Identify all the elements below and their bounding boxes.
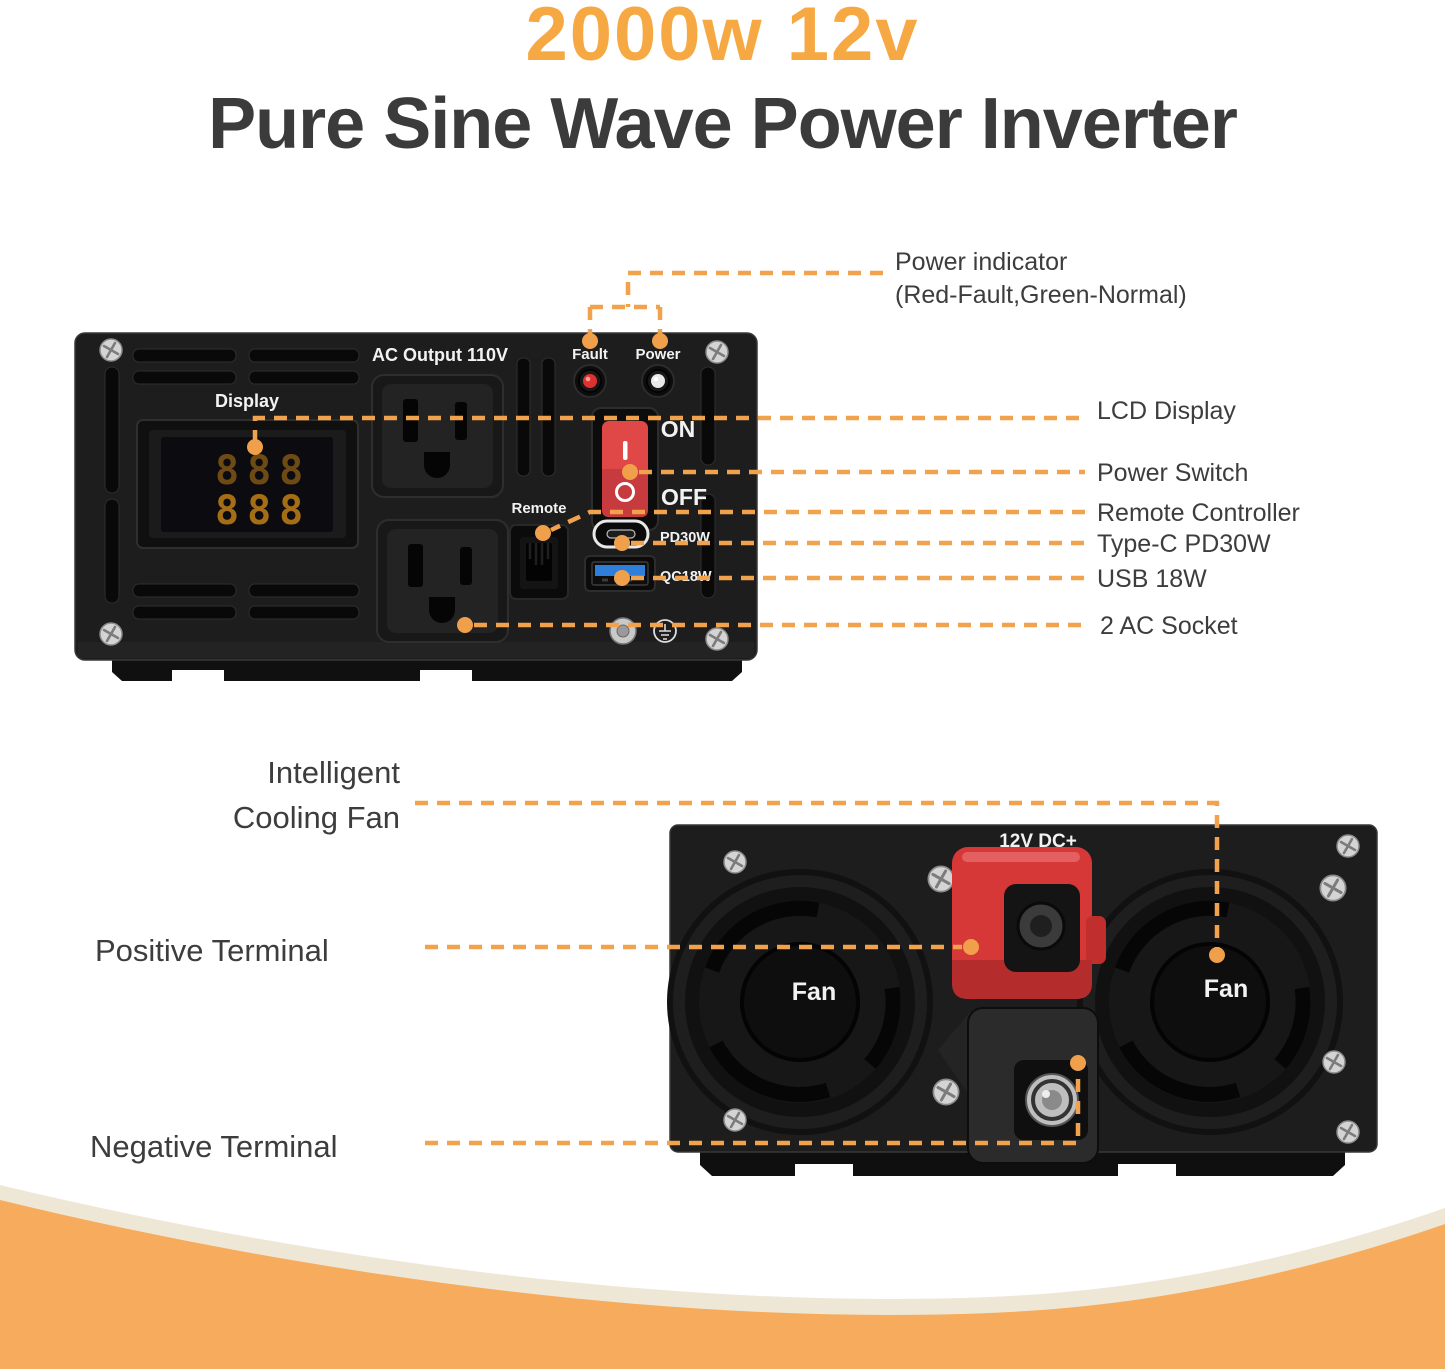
- on-label: ON: [661, 416, 696, 442]
- callout-intelligent-cooling-fan: Intelligent Cooling Fan: [138, 750, 400, 840]
- negative-terminal: [938, 1007, 1099, 1164]
- display-label: Display: [215, 391, 279, 411]
- bottom-wave: [0, 1185, 1445, 1369]
- positive-terminal: [952, 847, 1106, 999]
- fan-right-label: Fan: [1204, 975, 1248, 1003]
- positive-terminal-line: [425, 939, 979, 955]
- power-indicator-line: [582, 270, 883, 349]
- callout-positive-terminal: Positive Terminal: [95, 933, 329, 968]
- remote-label: Remote: [511, 500, 566, 517]
- callout-lcd-display: LCD Display: [1097, 397, 1236, 425]
- cooling-fan-line: [415, 800, 1225, 963]
- callout-power-indicator: Power indicator (Red-Fault,Green-Normal): [895, 246, 1187, 312]
- callout-usb-18w: USB 18W: [1097, 565, 1207, 593]
- callout-remote-controller: Remote Controller: [1097, 499, 1300, 527]
- callout-lines: [247, 270, 1225, 1146]
- power-led: [641, 364, 675, 398]
- typec-line: [614, 535, 1085, 551]
- front-panel-photo: AC Output 110V Display 888 888 F: [74, 332, 758, 682]
- power-label: Power: [635, 346, 680, 363]
- dc-input-label: 12V DC+: [999, 831, 1077, 852]
- fault-led: [573, 364, 607, 398]
- lcd-display-line: [247, 415, 1085, 455]
- ac-socket-lower: [376, 519, 509, 643]
- callout-power-indicator-label: Power indicator: [895, 248, 1068, 276]
- usb-line: [614, 570, 1085, 586]
- front-mounting-flange: [112, 658, 742, 681]
- callout-power-switch: Power Switch: [1097, 459, 1249, 487]
- remote-port[interactable]: [509, 524, 569, 600]
- ac-socket-upper: [371, 374, 504, 498]
- callout-cooling-fan-line1: Intelligent: [267, 755, 400, 790]
- switch-off-symbol: [615, 482, 635, 502]
- negative-terminal-line: [425, 1055, 1086, 1146]
- lcd-display: 888 888: [136, 419, 359, 549]
- power-switch-line: [622, 464, 1085, 480]
- fan-left-label: Fan: [792, 978, 836, 1006]
- rear-panel-photo: Fan Fan 12V DC+: [667, 824, 1378, 1176]
- callout-power-indicator-sublabel: (Red-Fault,Green-Normal): [895, 281, 1187, 309]
- ac-socket-line: [457, 617, 1090, 633]
- callout-typec-pd30w: Type-C PD30W: [1097, 530, 1271, 558]
- title-wattage: 2000w 12v: [525, 0, 920, 77]
- title-product: Pure Sine Wave Power Inverter: [208, 84, 1238, 164]
- ground-symbol-icon: [659, 624, 671, 640]
- off-label: OFF: [661, 484, 707, 510]
- lcd-digits-top: 888: [215, 448, 311, 494]
- front-vents: [104, 348, 716, 620]
- callout-2-ac-socket: 2 AC Socket: [1100, 612, 1238, 640]
- switch-on-symbol: [623, 441, 628, 460]
- fault-label: Fault: [572, 346, 608, 363]
- ac-output-label: AC Output 110V: [372, 345, 508, 365]
- wave-fill: [0, 1200, 1445, 1369]
- lcd-digits-bottom: 888: [215, 488, 311, 534]
- remote-controller-line: [535, 509, 1085, 541]
- callout-negative-terminal: Negative Terminal: [90, 1129, 338, 1164]
- callout-cooling-fan-line2: Cooling Fan: [232, 800, 400, 835]
